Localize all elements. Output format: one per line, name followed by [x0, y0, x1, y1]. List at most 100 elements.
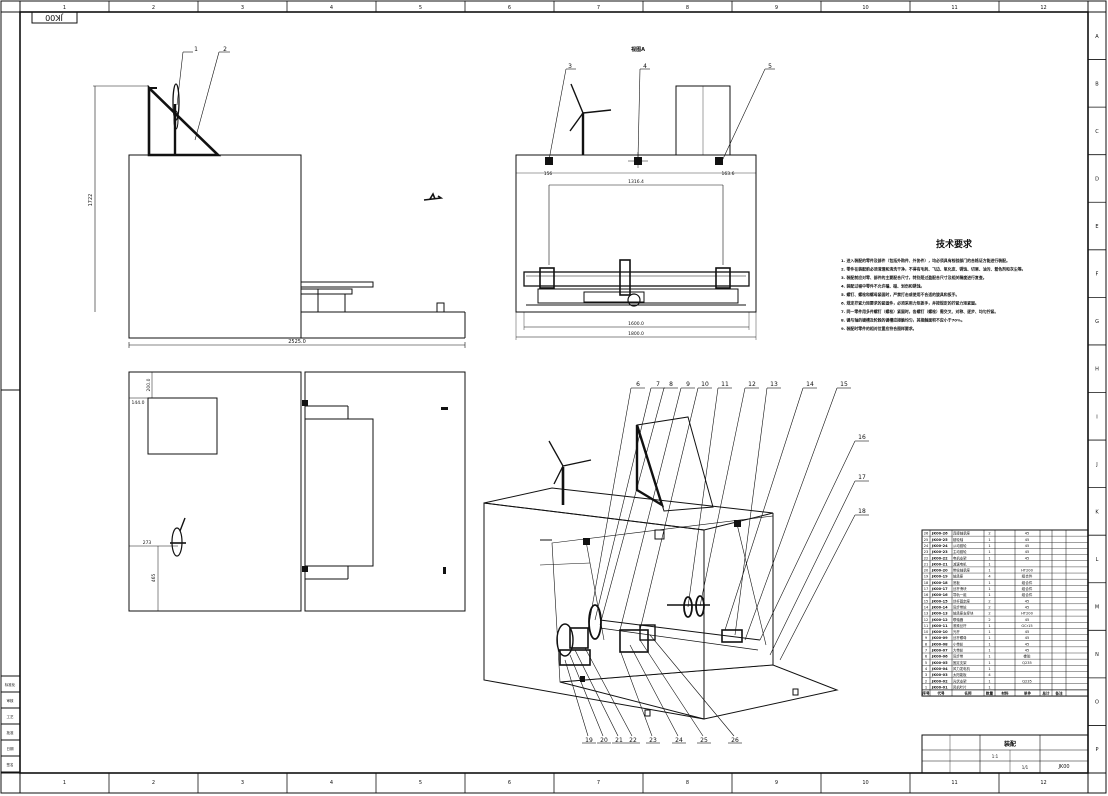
callout-label: 25 [700, 737, 708, 744]
note-item: 5. 螺钉、螺栓和螺母紧固时，严禁打击或使用不合适的旋具和扳手。 [841, 292, 959, 297]
callout-label: 9 [686, 381, 690, 388]
bom-cell: 10 [924, 630, 929, 634]
stamp-box [31, 11, 78, 24]
column-label: 10 [862, 780, 868, 786]
bom-cell: 组合件 [1022, 574, 1033, 579]
column-label: 4 [330, 780, 333, 786]
bom-cell: 固定支架 [953, 660, 967, 665]
bom-cell: 6 [925, 655, 928, 659]
callout-leader [629, 644, 679, 737]
bom-cell: JK00-25 [931, 538, 948, 542]
bom-cell: 丝杆滑块 [953, 586, 967, 591]
bom-cell: 1 [988, 679, 990, 683]
bom-cell: JK00-03 [931, 673, 948, 677]
bom-cell: 1 [988, 587, 990, 591]
bom-cell: 组合件 [1022, 580, 1033, 585]
bom-cell: JK00-23 [931, 550, 948, 554]
column-label: 2 [152, 5, 155, 11]
bom-cell: JK00-15 [931, 599, 948, 603]
bom-cell: 13 [924, 612, 929, 616]
bom-cell: JK00-10 [931, 630, 948, 634]
bom-cell: JK00-14 [931, 605, 948, 609]
strip-label: 日期 [7, 746, 14, 751]
bom-cell: 2 [988, 599, 990, 603]
bom-cell: JK00-09 [931, 636, 948, 640]
titleblock-sheet: 1/1 [1022, 765, 1029, 770]
bom-cell: HT200 [1021, 569, 1033, 573]
side-view: 1722 2525.0 [88, 83, 466, 348]
bom-cell: 1 [988, 630, 990, 634]
callout-label: 3 [568, 63, 572, 70]
column-label: 4 [330, 5, 333, 11]
stamp-text: JK00 [45, 13, 64, 22]
dim-plan-d1: 200.0 [146, 378, 152, 391]
bom-cell: JK00-19 [931, 575, 948, 579]
bom-cell: 橡胶 [1023, 654, 1031, 659]
bom-cell: JK00-17 [931, 587, 948, 591]
column-label: 5 [419, 780, 422, 786]
bom-cell: 45 [1025, 550, 1030, 554]
callout-label: 24 [675, 737, 683, 744]
bom-cell: 8 [925, 642, 928, 646]
callout-label: 14 [806, 381, 814, 388]
callout-leader [599, 387, 665, 626]
row-label: K [1095, 509, 1099, 515]
dim-plan-d3: 273 [143, 540, 152, 546]
bom-cell: 从动链轮 [953, 543, 967, 548]
top-callouts: 1 2 3 4 5 [176, 46, 775, 162]
callout-label: 15 [840, 381, 848, 388]
bom-cell: JK00-13 [931, 612, 948, 616]
row-label: G [1095, 319, 1099, 325]
row-label: H [1095, 367, 1099, 373]
bom-cell: 23 [924, 550, 929, 554]
bom-cell: 45 [1025, 630, 1030, 634]
bom-cell: 风力发电机 [953, 666, 971, 671]
bom-cell: 45 [1025, 532, 1030, 536]
row-label: M [1095, 605, 1099, 611]
view-a-label: 视图A [631, 46, 645, 53]
note-item: 4. 装配过程中零件不允许磕、碰、划伤和锈蚀。 [841, 284, 924, 289]
callout-leader [584, 647, 633, 737]
column-label: 3 [241, 5, 244, 11]
bom-cell: 16 [924, 593, 929, 597]
bom-cell: 12 [924, 618, 929, 622]
row-label: B [1095, 81, 1099, 87]
bom-cell: 45 [1025, 544, 1030, 548]
bom-cell: 组合件 [1022, 592, 1033, 597]
inner-border [19, 11, 1089, 774]
bom-cell: JK00-02 [931, 679, 948, 683]
bom-cell: 45 [1025, 556, 1030, 560]
bom-cell: 1 [988, 667, 990, 671]
callout-leader [639, 639, 704, 737]
bom-cell: 丝杆固定座 [953, 598, 971, 603]
callout-leader [744, 387, 838, 641]
callout-leader [574, 649, 619, 737]
bom-cell: 1 [988, 655, 990, 659]
bom-cell: 21 [924, 562, 929, 566]
bom-cell: 26 [924, 532, 929, 536]
bom-cell: 2 [988, 618, 990, 622]
bom-cell: JK00-01 [931, 685, 948, 689]
row-label: L [1096, 557, 1099, 563]
note-item: 9. 装配时零件的相对位置应符合图样要求。 [841, 326, 917, 331]
titleblock-scale: 1:1 [992, 754, 999, 759]
column-label: 11 [951, 5, 957, 11]
column-label: 5 [419, 5, 422, 11]
callout-leader [759, 440, 856, 641]
bom-cell: 丝杆螺母 [953, 635, 967, 640]
row-label: J [1095, 462, 1097, 468]
bom-cell: 45 [1025, 642, 1030, 646]
callout-label: 18 [858, 508, 866, 515]
column-label: 6 [508, 5, 511, 11]
callout-label: 2 [223, 46, 227, 53]
callout-leader [619, 649, 653, 737]
row-label: C [1095, 129, 1099, 135]
callout-leader [639, 387, 699, 631]
dim-height: 1722 [88, 194, 94, 207]
row-label: E [1095, 224, 1098, 230]
dim-front-outer: 1800.0 [628, 331, 644, 337]
dim-plan-d4: 465 [151, 574, 157, 583]
bom-cell: 7 [925, 649, 927, 653]
